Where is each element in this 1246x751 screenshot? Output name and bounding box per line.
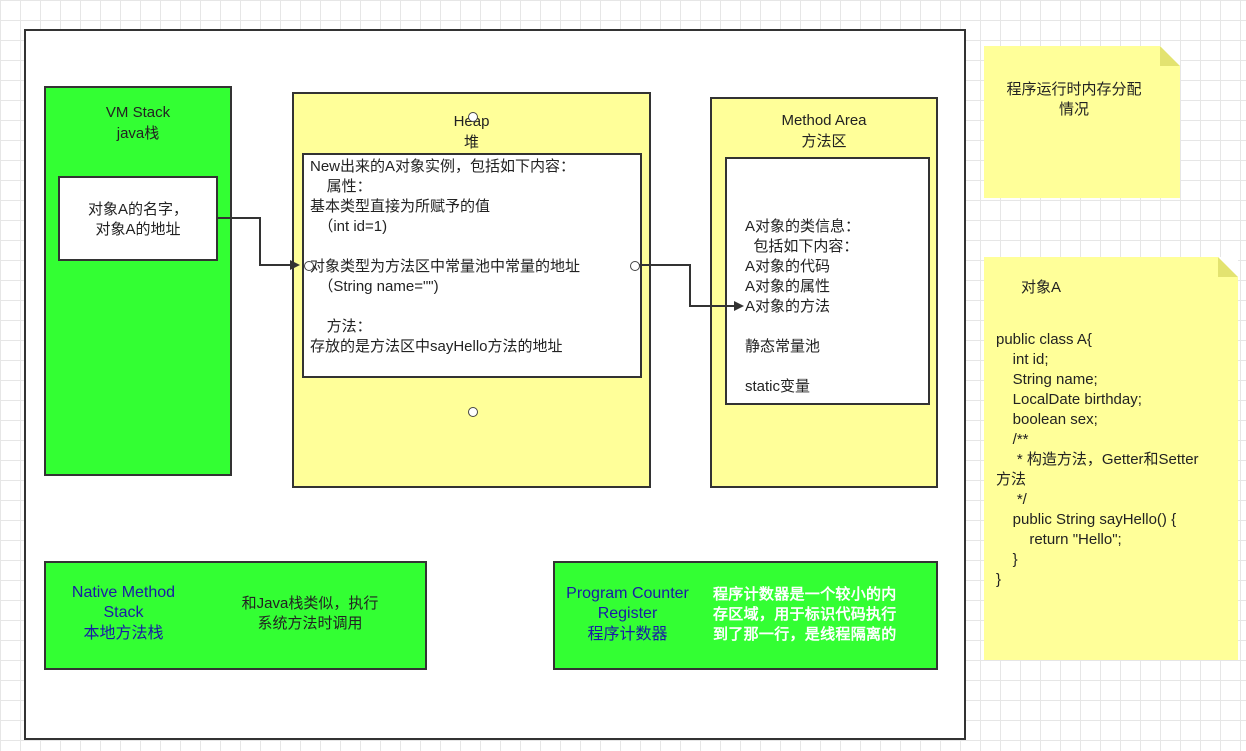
method-area-class-content: A对象的类信息： 包括如下内容： A对象的代码 A对象的属性 A对象的方法 静态… <box>745 218 861 395</box>
method-area-title-2: 方法区 <box>801 133 847 150</box>
vm-stack-box[interactable]: VM Stack java栈 <box>44 86 232 476</box>
connection-point[interactable] <box>304 261 314 271</box>
native-method-stack-desc-1: 和Java栈类似，执行 <box>241 595 379 612</box>
sticky-note-memory-allocation[interactable]: 程序运行时内存分配 情况 <box>984 46 1180 198</box>
program-counter-title-2: Register <box>597 605 658 622</box>
vm-stack-reference-box[interactable]: 对象A的名字， 对象A的地址 <box>58 176 218 261</box>
native-method-stack-title-1: Native Method <box>71 584 176 601</box>
heap-object-content: New出来的A对象实例，包括如下内容： 属性： 基本类型直接为所赋予的值 （in… <box>310 158 581 355</box>
note-top-line-1: 程序运行时内存分配 <box>1006 81 1142 98</box>
vm-stack-title-2: java栈 <box>116 125 160 142</box>
native-method-stack-box[interactable]: Native Method Stack 本地方法栈 和Java栈类似，执行 系统… <box>44 561 427 670</box>
note-fold-corner <box>1160 46 1180 66</box>
program-counter-title-1: Program Counter <box>566 585 689 602</box>
heap-object-box[interactable]: New出来的A对象实例，包括如下内容： 属性： 基本类型直接为所赋予的值 （in… <box>302 153 642 378</box>
native-method-stack-title-2: Stack <box>103 604 144 621</box>
arrow-stack-to-heap <box>218 217 300 270</box>
note-code-content: public class A{ int id; String name; Loc… <box>996 331 1199 588</box>
native-method-stack-title-3: 本地方法栈 <box>83 625 164 642</box>
native-method-stack-desc-2: 系统方法时调用 <box>257 615 363 632</box>
program-counter-title-3: 程序计数器 <box>587 626 668 643</box>
note-top-line-2: 情况 <box>1058 101 1089 118</box>
heap-title-2: 堆 <box>463 134 479 151</box>
note-fold-corner <box>1218 257 1238 277</box>
connection-point[interactable] <box>630 261 640 271</box>
program-counter-box[interactable]: Program Counter Register 程序计数器 程序计数器是一个较… <box>553 561 938 670</box>
method-area-class-box[interactable]: A对象的类信息： 包括如下内容： A对象的代码 A对象的属性 A对象的方法 静态… <box>725 157 930 405</box>
note-code-title: 对象A <box>1021 279 1062 296</box>
vm-stack-title-1: VM Stack <box>105 104 171 121</box>
method-area-title-1: Method Area <box>781 112 867 129</box>
vm-stack-reference-line-1: 对象A的名字， <box>87 201 188 218</box>
program-counter-desc: 程序计数器是一个较小的内 存区域，用于标识代码执行 到了那一行，是线程隔离的 <box>713 586 897 643</box>
arrow-heap-to-method-area <box>638 264 744 311</box>
vm-stack-reference-line-2: 对象A的地址 <box>95 221 181 238</box>
connection-point[interactable] <box>468 112 478 122</box>
connection-point[interactable] <box>468 407 478 417</box>
sticky-note-class-a-code[interactable]: 对象A public class A{ int id; String name;… <box>984 257 1238 660</box>
